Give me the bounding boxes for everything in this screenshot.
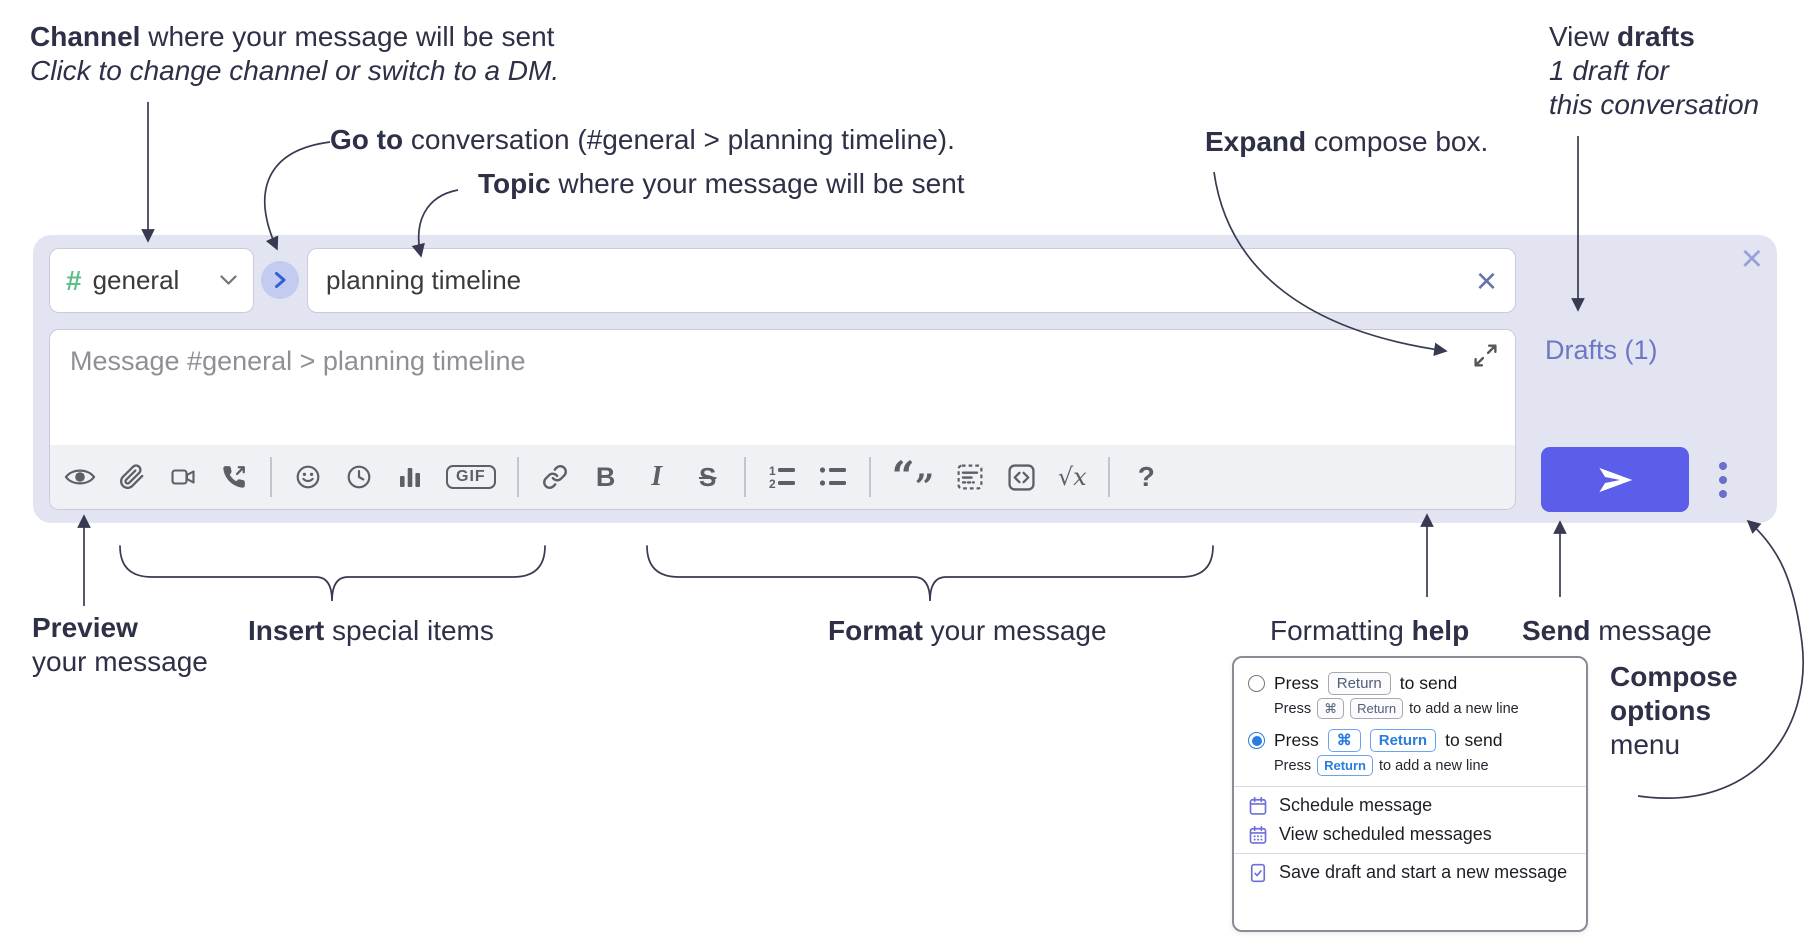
clock-icon <box>347 465 371 489</box>
code-icon <box>1008 463 1035 491</box>
svg-text:2: 2 <box>769 477 776 490</box>
goto-conversation-button[interactable] <box>261 261 299 299</box>
file-check-icon <box>1250 863 1266 882</box>
chevron-down-icon <box>220 275 237 285</box>
poll-button[interactable] <box>395 465 425 489</box>
message-placeholder: Message #general > planning timeline <box>70 346 526 376</box>
radio-unselected[interactable] <box>1248 675 1265 692</box>
compose-box: # general planning timeline × Message #g… <box>33 235 1777 523</box>
spoiler-button[interactable] <box>955 464 985 490</box>
link-icon <box>542 465 567 489</box>
brace-format <box>646 545 1214 602</box>
ordered-list-icon: 1 2 <box>769 464 795 490</box>
formatting-help-button[interactable]: ? <box>1137 461 1155 492</box>
expand-compose-button[interactable] <box>1472 342 1499 374</box>
cmd-key: ⌘ <box>1317 698 1345 719</box>
paperclip-icon <box>120 464 144 489</box>
bulleted-list-button[interactable] <box>818 464 848 490</box>
link-button[interactable] <box>540 464 570 490</box>
expand-icon <box>1474 344 1497 367</box>
numbered-list-button[interactable]: 1 2 <box>767 464 797 490</box>
annotation-send: Send message <box>1522 615 1712 646</box>
annotation-goto: Go to conversation (#general > planning … <box>330 124 955 155</box>
annotation-drafts: View drafts 1 draft for this conversatio… <box>1549 21 1760 120</box>
annotation-formatting-help: Formatting help <box>1270 615 1470 646</box>
annotation-expand: Expand compose box. <box>1205 126 1489 157</box>
calendar-dots-icon <box>1249 825 1267 844</box>
toolbar-divider <box>868 457 871 497</box>
phone-outgoing-icon <box>223 466 245 488</box>
channel-hash-icon: # <box>66 264 82 296</box>
cmd-key: ⌘ <box>1327 729 1361 752</box>
channel-selector[interactable]: # general <box>49 248 254 313</box>
kebab-dot <box>1719 461 1727 470</box>
toolbar-divider <box>1108 457 1111 497</box>
emoji-button[interactable] <box>293 464 323 490</box>
annotation-channel-sub: Click to change channel or switch to a D… <box>30 55 560 86</box>
bar-chart-icon <box>400 468 420 487</box>
math-button[interactable]: √x <box>1057 463 1087 491</box>
toolbar-divider <box>270 457 272 497</box>
gif-button[interactable]: GIF <box>446 465 496 489</box>
video-camera-icon <box>171 469 195 485</box>
annotation-format: Format your message <box>828 615 1107 646</box>
brace-insert <box>119 545 546 602</box>
italic-button[interactable]: I <box>651 461 663 492</box>
code-button[interactable] <box>1006 463 1036 491</box>
toolbar-divider <box>516 457 519 497</box>
channel-name: general <box>92 265 180 295</box>
compose-options-menu-button[interactable] <box>1709 447 1737 512</box>
return-key: Return <box>1350 698 1404 719</box>
calendar-icon <box>1249 796 1267 815</box>
annotation-compose-options: Compose options menu <box>1610 661 1738 760</box>
annotation-channel: Channel where your message will be sent … <box>30 20 559 88</box>
send-button[interactable] <box>1541 447 1689 512</box>
audio-call-button[interactable] <box>219 464 249 490</box>
send-icon <box>1598 467 1632 492</box>
spoiler-icon <box>957 464 983 490</box>
cmd-enter-sends-option[interactable]: Press ⌘ Return to send <box>1248 729 1572 752</box>
strikethrough-button[interactable]: S <box>699 461 717 492</box>
topic-input[interactable]: planning timeline × <box>307 248 1516 313</box>
schedule-message-item[interactable]: Schedule message <box>1248 795 1572 816</box>
time-button[interactable] <box>344 464 374 490</box>
toolbar-divider <box>743 457 746 497</box>
chevron-right-icon <box>275 272 286 288</box>
enter-sends-subtext: Press ⌘ Return to add a new line <box>1274 698 1572 719</box>
video-call-button[interactable] <box>168 465 198 489</box>
unordered-list-icon <box>819 467 846 486</box>
menu-divider <box>1234 786 1586 787</box>
topic-value: planning timeline <box>326 265 522 295</box>
message-input[interactable]: Message #general > planning timeline <box>49 329 1516 510</box>
eye-icon <box>64 469 96 485</box>
smiley-icon <box>296 465 320 489</box>
attach-file-button[interactable] <box>117 464 147 490</box>
annotation-insert: Insert special items <box>248 615 494 646</box>
annotation-channel-bold: Channel <box>30 21 141 52</box>
return-key: Return <box>1317 755 1373 776</box>
compose-toolbar: GIF B I S 1 2 <box>50 445 1515 509</box>
annotation-channel-rest: where your message will be sent <box>140 21 555 52</box>
svg-text:1: 1 <box>769 464 776 478</box>
save-draft-item[interactable]: Save draft and start a new message <box>1248 862 1572 883</box>
kebab-dot <box>1719 489 1727 498</box>
connector-goto <box>264 141 331 251</box>
view-scheduled-messages-item[interactable]: View scheduled messages <box>1248 824 1572 845</box>
drafts-link[interactable]: Drafts (1) <box>1545 335 1658 365</box>
return-key: Return <box>1327 672 1391 695</box>
compose-options-menu: Press Return to send Press ⌘ Return to a… <box>1232 656 1588 932</box>
annotation-preview: Preview your message <box>32 612 208 677</box>
cmd-enter-sends-subtext: Press Return to add a new line <box>1274 755 1572 776</box>
enter-sends-option[interactable]: Press Return to send <box>1248 672 1572 695</box>
menu-divider <box>1234 853 1586 854</box>
kebab-dot <box>1719 475 1727 484</box>
clear-topic-icon[interactable]: × <box>1475 259 1497 301</box>
radio-selected[interactable] <box>1248 732 1265 749</box>
return-key: Return <box>1369 729 1437 752</box>
close-compose-icon[interactable]: × <box>1740 238 1763 280</box>
bold-button[interactable]: B <box>595 461 616 492</box>
annotation-topic: Topic where your message will be sent <box>478 168 965 199</box>
preview-button[interactable] <box>64 466 96 488</box>
